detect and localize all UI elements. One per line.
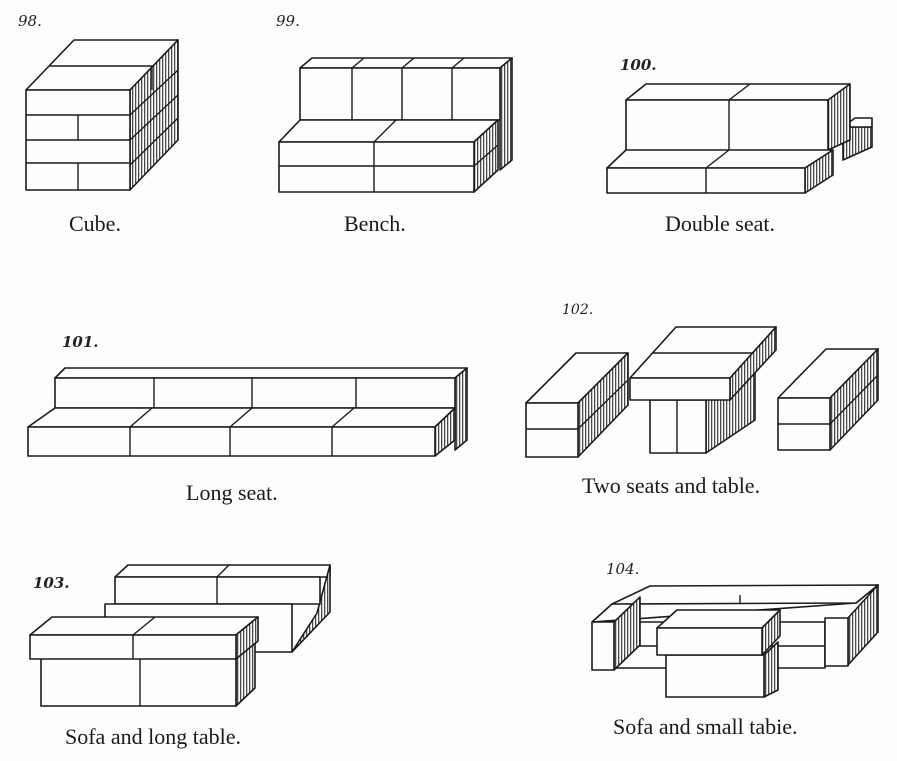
caption-two-seats-and-table: Two seats and table. [582, 473, 761, 498]
bench-drawing [278, 57, 513, 193]
long-seat-drawing [27, 367, 468, 457]
figure-number-98: 98. [18, 12, 42, 30]
caption-long-seat: Long seat. [186, 480, 278, 505]
sofa-and-long-table-drawing [29, 564, 331, 707]
caption-sofa-and-long-table: Sofa and long table. [65, 724, 241, 749]
figure-number-102: 102. [562, 302, 594, 318]
two-seats-and-table-drawing [525, 326, 879, 458]
caption-cube: Cube. [69, 211, 121, 236]
double-seat-drawing [606, 83, 873, 194]
figure-number-104: 104. [606, 560, 640, 578]
figure-number-99: 99. [276, 12, 300, 30]
caption-sofa-and-small-table: Sofa and small tabie. [613, 714, 798, 739]
caption-double-seat: Double seat. [665, 211, 775, 236]
figure-number-103: 103. [33, 574, 70, 592]
sofa-and-small-table-drawing [591, 584, 879, 698]
caption-bench: Bench. [344, 211, 406, 236]
figure-number-100: 100. [620, 56, 657, 74]
figure-number-101: 101. [62, 333, 99, 351]
cube-drawing [25, 39, 179, 191]
